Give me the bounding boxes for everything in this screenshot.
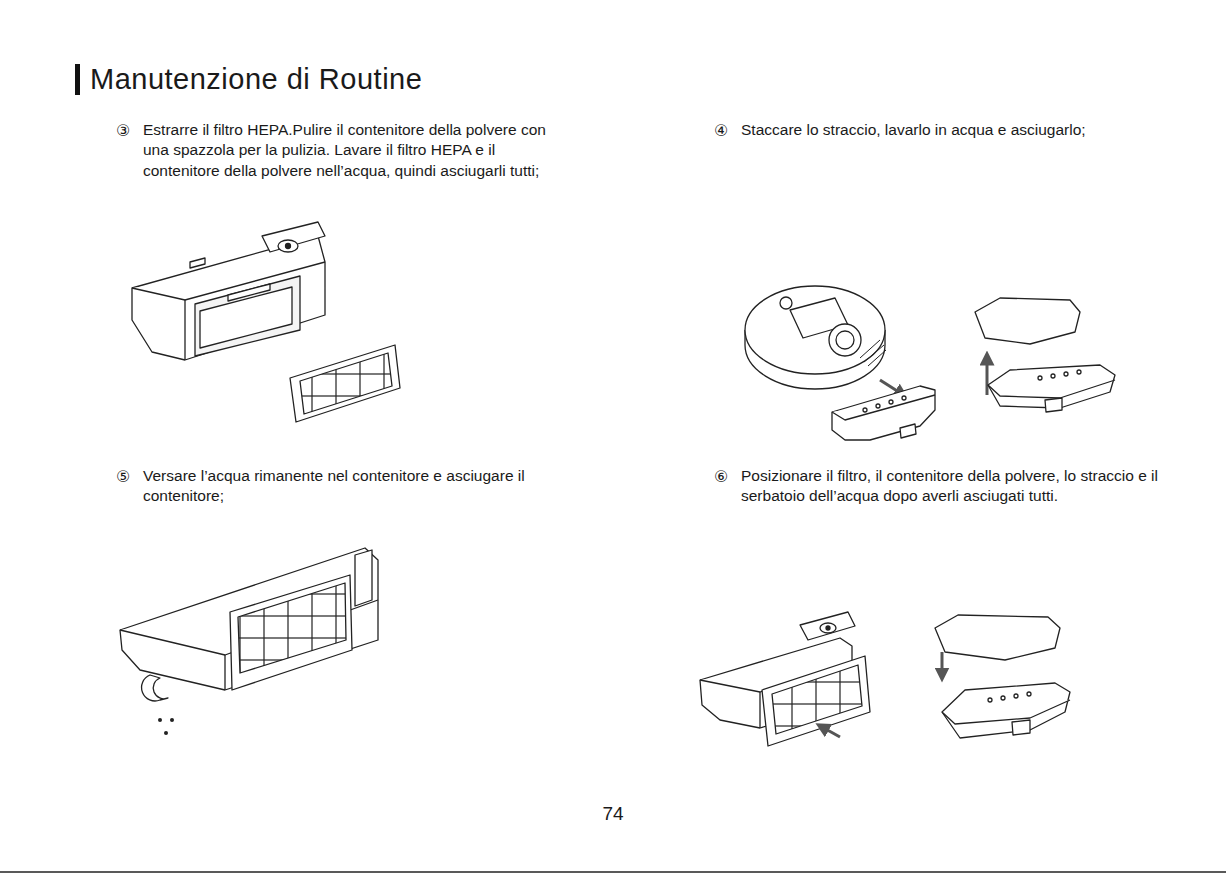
attach-arrow — [941, 652, 944, 675]
mop-plate — [832, 386, 935, 440]
page-number: 74 — [583, 801, 643, 826]
mop-cloth — [935, 615, 1060, 660]
step-number: ④ — [714, 120, 740, 141]
dust-bin — [132, 222, 325, 360]
page-title: Manutenzione di Routine — [90, 64, 422, 96]
page-rule — [0, 871, 1226, 873]
step-text: Versare l’acqua rimanente nel contenitor… — [143, 466, 563, 507]
step-text: Estrarre il filtro HEPA.Pulire il conten… — [143, 120, 563, 181]
mop-plate — [988, 365, 1115, 412]
insert-arrow — [822, 727, 840, 737]
title-bar — [75, 64, 80, 95]
water-tank — [120, 548, 378, 701]
robot — [745, 286, 886, 389]
step-number: ⑤ — [116, 466, 142, 487]
mop-plate — [942, 683, 1070, 738]
step-number: ⑥ — [714, 466, 740, 487]
lift-arrow — [986, 358, 989, 395]
step-number: ③ — [116, 120, 142, 141]
mop-cloth — [975, 298, 1080, 344]
step-text: Posizionare il filtro, il contenitore de… — [741, 466, 1181, 507]
hepa-filter — [290, 345, 400, 422]
step-text: Staccare lo straccio, lavarlo in acqua e… — [741, 120, 1181, 140]
water-drops — [158, 718, 174, 735]
hepa-filter — [762, 656, 870, 746]
